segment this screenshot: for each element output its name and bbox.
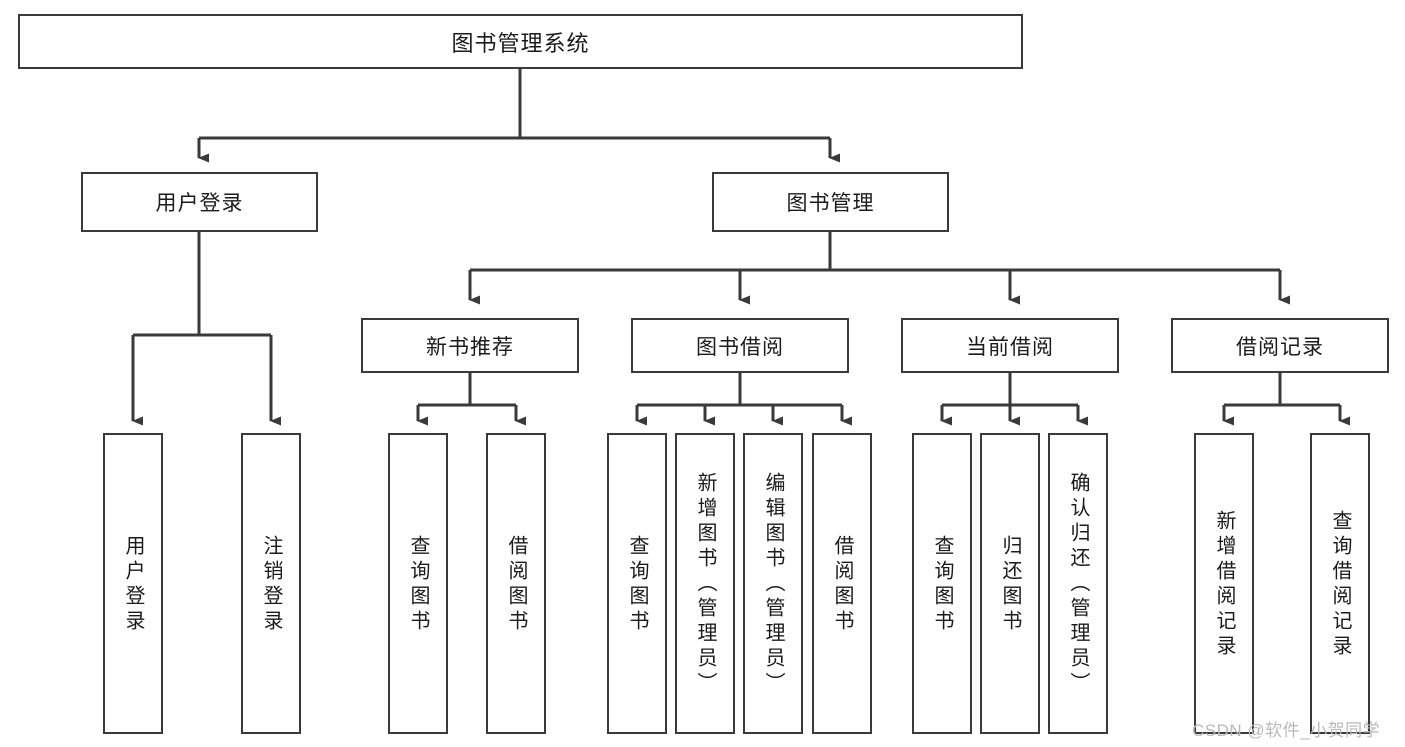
leaf-record-query-record[interactable]: 查询借阅记录: [1310, 433, 1370, 734]
leaf-current-confirm-return-admin[interactable]: 确认归还（管理员）: [1048, 433, 1108, 734]
node-borrow-record[interactable]: 借阅记录: [1171, 318, 1389, 373]
leaf-current-return-book[interactable]: 归还图书: [980, 433, 1040, 734]
leaf-user-login[interactable]: 用户登录: [103, 433, 163, 734]
node-book-management[interactable]: 图书管理: [712, 172, 949, 232]
leaf-borrow-add-book-admin[interactable]: 新增图书（管理员）: [675, 433, 735, 734]
leaf-borrow-borrow-book[interactable]: 借阅图书: [812, 433, 872, 734]
leaf-record-add-record[interactable]: 新增借阅记录: [1194, 433, 1254, 734]
node-new-book-recommend[interactable]: 新书推荐: [361, 318, 579, 373]
node-root-system[interactable]: 图书管理系统: [18, 14, 1023, 69]
node-user-login[interactable]: 用户登录: [81, 172, 318, 232]
csdn-watermark: CSDN @软件_小贺同学: [1192, 721, 1381, 740]
leaf-current-query-book[interactable]: 查询图书: [912, 433, 972, 734]
node-book-borrow[interactable]: 图书借阅: [631, 318, 849, 373]
leaf-recommend-query-book[interactable]: 查询图书: [388, 433, 448, 734]
leaf-borrow-query-book[interactable]: 查询图书: [607, 433, 667, 734]
leaf-borrow-edit-book-admin[interactable]: 编辑图书（管理员）: [743, 433, 803, 734]
leaf-user-logout[interactable]: 注销登录: [241, 433, 301, 734]
node-current-borrow[interactable]: 当前借阅: [901, 318, 1119, 373]
leaf-recommend-borrow-book[interactable]: 借阅图书: [486, 433, 546, 734]
